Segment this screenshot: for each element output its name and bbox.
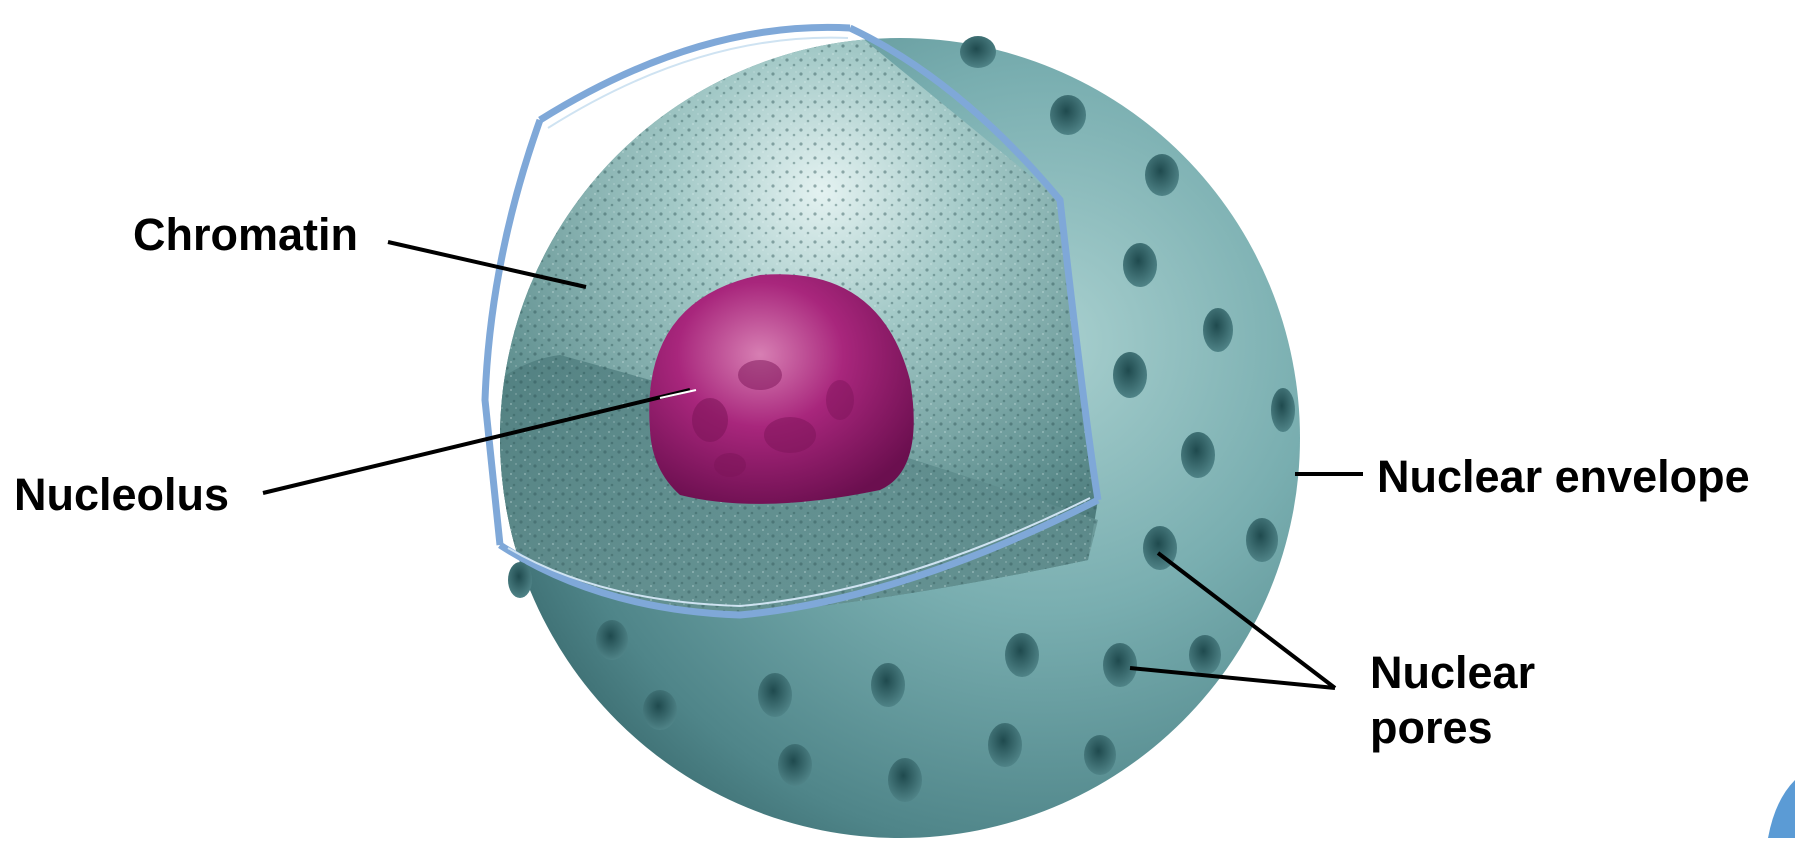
nuclear-pores-label-line1: Nuclear [1370,645,1535,700]
nuclear-pores-label-line2: pores [1370,700,1535,755]
chromatin-label: Chromatin [133,207,358,262]
nuclear-envelope-label: Nuclear envelope [1377,449,1750,504]
nucleolus-label: Nucleolus [14,467,229,522]
nuclear-pores-label: Nuclear pores [1370,645,1535,755]
